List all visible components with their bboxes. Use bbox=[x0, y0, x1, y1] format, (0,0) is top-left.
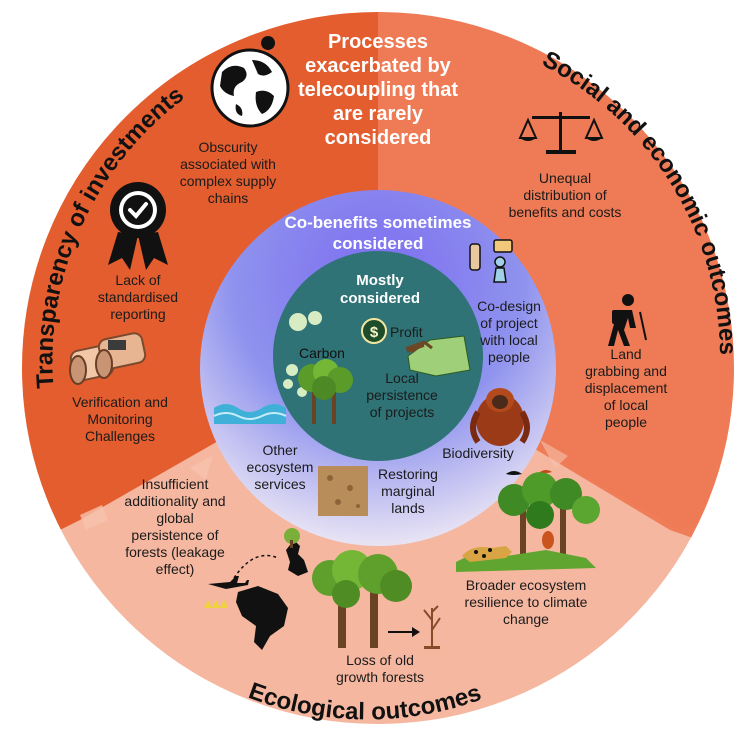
sector-ecological bbox=[20, 368, 736, 726]
orangutan-icon bbox=[470, 388, 530, 446]
label-biodiversity: Biodiversity bbox=[442, 445, 514, 461]
plane-icon bbox=[208, 576, 249, 589]
label-verification: Verification and Monitoring Challenges bbox=[72, 394, 168, 444]
label-additionality: Insufficient additionality and global pe… bbox=[124, 476, 226, 577]
label-old-growth: Loss of old growth forests bbox=[336, 652, 424, 685]
arrow-right-icon bbox=[388, 627, 420, 637]
label-profit: Profit bbox=[390, 324, 423, 340]
label-obscurity: Obscurity associated with complex supply… bbox=[179, 139, 277, 206]
label-resilience: Broader ecosystem resilience to climate … bbox=[464, 577, 588, 627]
label-carbon: Carbon bbox=[299, 345, 345, 361]
header-inner: Mostly considered bbox=[339, 272, 421, 307]
small-tree-icon bbox=[284, 528, 300, 548]
svg-text:$: $ bbox=[370, 324, 379, 341]
ring-arrow-right bbox=[540, 440, 568, 468]
award-badge-icon bbox=[108, 182, 168, 270]
label-codesign: Co-design of project with local people bbox=[477, 298, 541, 365]
jaguar-icon bbox=[462, 546, 512, 562]
flight-path bbox=[233, 554, 279, 579]
header-outer: Processes exacerbated by telecoupling th… bbox=[298, 31, 458, 149]
ring-arrow-left bbox=[190, 455, 213, 480]
scales-icon bbox=[518, 112, 604, 154]
bird-icon bbox=[506, 470, 552, 475]
hiker-icon bbox=[608, 294, 647, 346]
ring-arrow-left-outer bbox=[80, 505, 108, 530]
soil-icon bbox=[318, 466, 368, 516]
label-land-grabbing: Land grabbing and displacement of local … bbox=[584, 346, 668, 430]
map-dig-icon bbox=[405, 335, 471, 377]
inner-circle bbox=[273, 251, 483, 461]
participation-icon bbox=[469, 239, 513, 283]
trees-icon bbox=[298, 359, 353, 424]
globe-map-icon bbox=[210, 36, 290, 128]
label-persistence: Local persistence of projects bbox=[366, 370, 438, 420]
outer-border bbox=[18, 8, 738, 728]
water-wave-icon bbox=[213, 404, 287, 424]
forest-icon bbox=[312, 550, 412, 648]
uk-map-icon bbox=[286, 540, 308, 576]
grass-icon bbox=[204, 600, 228, 608]
label-unequal: Unequal distribution of benefits and cos… bbox=[508, 170, 622, 220]
brazil-map-icon bbox=[236, 586, 288, 650]
binoculars-icon bbox=[69, 332, 147, 385]
dollar-coin-icon: $ bbox=[361, 318, 387, 344]
label-reporting: Lack of standardised reporting bbox=[97, 272, 179, 322]
header-middle: Co-benefits sometimes considered bbox=[284, 213, 472, 253]
dead-sapling-icon bbox=[423, 605, 441, 649]
label-restoring: Restoring marginal lands bbox=[378, 466, 438, 516]
label-ecosystem: Other ecosystem services bbox=[246, 442, 314, 492]
